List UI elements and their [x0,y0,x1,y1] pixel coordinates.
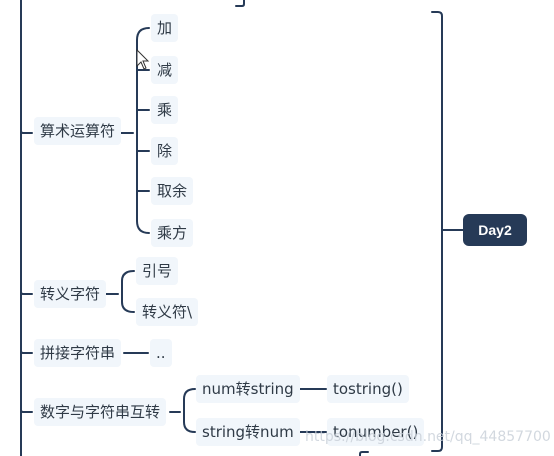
leaf-tostring-func[interactable]: tostring() [327,375,409,403]
branch-escape-characters[interactable]: 转义字符 [34,280,107,308]
leaf-string-to-num[interactable]: string转num [196,418,300,446]
leaf-subtract[interactable]: 减 [151,56,179,84]
branch-number-string-convert[interactable]: 数字与字符串互转 [34,398,167,426]
leaf-add[interactable]: 加 [151,14,179,42]
leaf-power[interactable]: 乘方 [151,219,194,247]
root-node-day2[interactable]: Day2 [463,214,527,246]
leaf-divide[interactable]: 除 [151,137,179,165]
leaf-modulo[interactable]: 取余 [151,177,194,205]
leaf-concat-operator[interactable]: .. [150,339,172,367]
leaf-multiply[interactable]: 乘 [151,96,179,124]
leaf-num-to-string[interactable]: num转string [196,375,300,403]
leaf-escape-backslash[interactable]: 转义符\ [136,298,199,326]
watermark-text: https://blog.csdn.net/qq_44857700 [305,429,551,445]
leaf-quotes[interactable]: 引号 [136,257,179,285]
branch-string-concat[interactable]: 拼接字符串 [34,339,122,367]
leaf-tonumber-func[interactable]: tonumber() [327,418,425,446]
branch-arithmetic-operators[interactable]: 算术运算符 [34,117,122,145]
